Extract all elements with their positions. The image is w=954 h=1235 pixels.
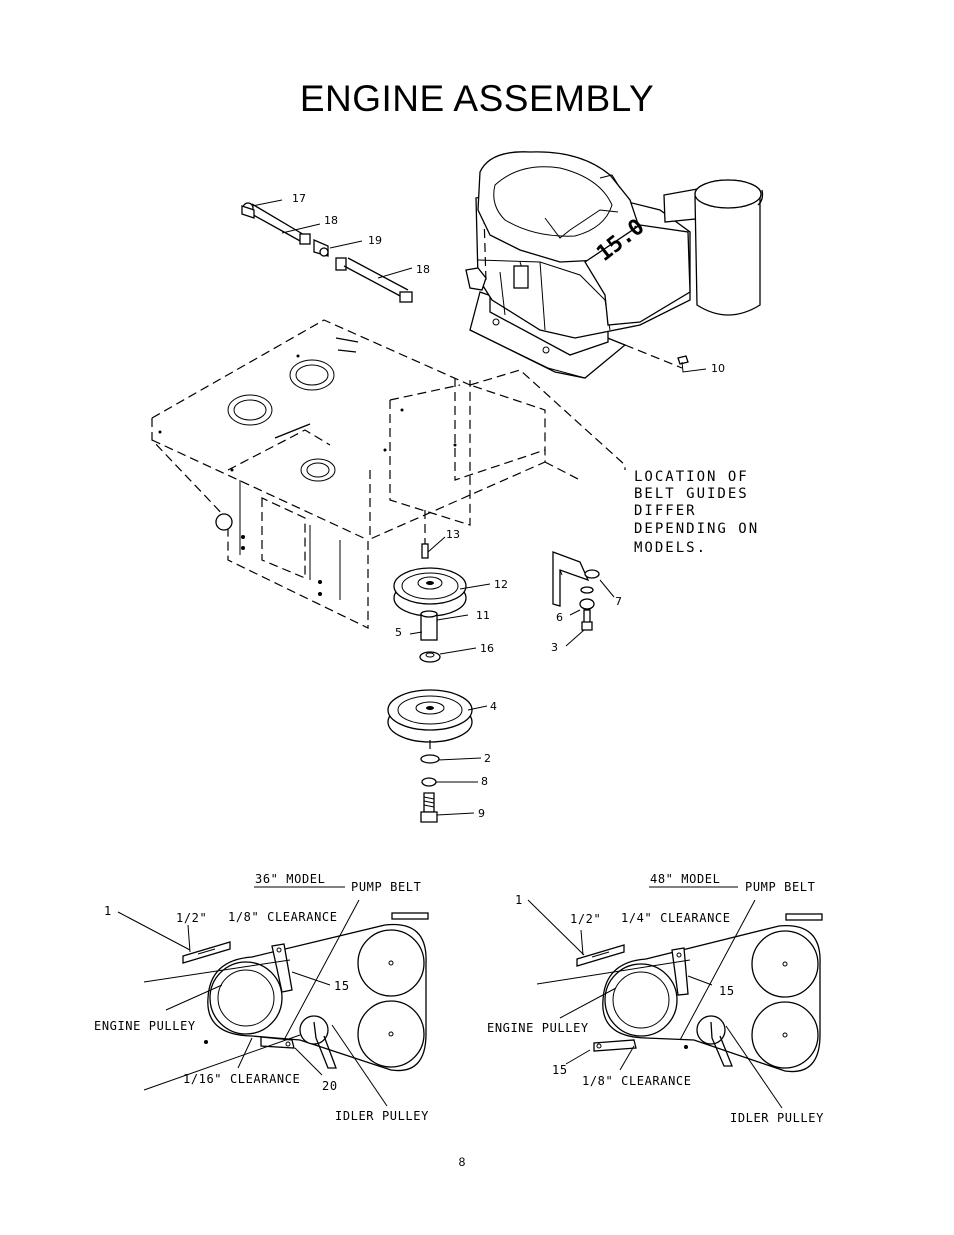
callout-18-lower: 18: [416, 263, 430, 276]
model48-item-15-upper: 15: [719, 984, 735, 998]
model36-clearance-bottom: 1/16" CLEARANCE: [183, 1072, 300, 1086]
model48-heading: 48" MODEL: [650, 872, 720, 886]
fuel-line-parts: [241, 202, 413, 303]
callout-12: 12: [494, 578, 508, 591]
model48-clearance-bottom: 1/8" CLEARANCE: [582, 1074, 692, 1088]
model48-item-15-lower: 15: [552, 1063, 568, 1077]
page-number: 8: [458, 1155, 466, 1169]
model48-half-inch: 1/2": [570, 912, 601, 926]
model48-item-1: 1: [515, 893, 523, 907]
callout-8: 8: [481, 775, 488, 788]
callout-18-upper: 18: [324, 214, 338, 227]
model48-engine-pulley-label: ENGINE PULLEY: [487, 1021, 589, 1035]
model36-engine-pulley-label: ENGINE PULLEY: [94, 1019, 196, 1033]
callout-6: 6: [556, 611, 563, 624]
callout-19: 19: [368, 234, 382, 247]
callout-9: 9: [478, 807, 485, 820]
leader-lines: [251, 199, 707, 816]
callout-3: 3: [551, 641, 558, 654]
model36-half-inch: 1/2": [176, 911, 207, 925]
callout-5: 5: [395, 626, 402, 639]
callout-16: 16: [480, 642, 494, 655]
callout-13: 13: [446, 528, 460, 541]
belt-guide-hardware: [552, 355, 689, 631]
callout-11: 11: [476, 609, 490, 622]
belt-diagram-36-model: 36" MODEL PUMP BELT 1 1/2" 1/8" CLEARANC…: [94, 872, 429, 1123]
model48-idler-pulley-label: IDLER PULLEY: [730, 1111, 824, 1125]
model48-pump-belt-label: PUMP BELT: [745, 880, 815, 894]
model36-item-20: 20: [322, 1079, 338, 1093]
callout-10: 10: [711, 362, 725, 375]
drive-pulleys: [387, 543, 473, 823]
callout-7: 7: [615, 595, 622, 608]
model36-clearance-top: 1/8" CLEARANCE: [228, 910, 338, 924]
note-line-1: LOCATION OF: [634, 469, 749, 485]
model48-clearance-top: 1/4" CLEARANCE: [621, 911, 731, 925]
callout-4: 4: [490, 700, 497, 713]
note-line-4: DEPENDING ON: [634, 521, 759, 537]
note-line-3: DIFFER: [634, 503, 697, 519]
mower-deck-outline: [151, 319, 683, 629]
model36-item-15: 15: [334, 979, 350, 993]
callout-17: 17: [292, 192, 306, 205]
model36-idler-pulley-label: IDLER PULLEY: [335, 1109, 429, 1123]
model36-item-1: 1: [104, 904, 112, 918]
page-title: ENGINE ASSEMBLY: [299, 78, 655, 119]
note-line-5: MODELS.: [634, 540, 707, 556]
model36-pump-belt-label: PUMP BELT: [351, 880, 421, 894]
engine-illustration: 15.0: [465, 151, 764, 379]
belt-guide-note: LOCATION OF BELT GUIDES DIFFER DEPENDING…: [634, 469, 759, 556]
model36-heading: 36" MODEL: [255, 872, 325, 886]
callout-numbers: 17 18 19 18 10 13 12 11 5 16 7 6 3 4 2 8…: [292, 192, 725, 820]
belt-diagram-48-model: 48" MODEL PUMP BELT 1 1/2" 1/4" CLEARANC…: [487, 872, 824, 1125]
note-line-2: BELT GUIDES: [634, 486, 749, 502]
callout-2: 2: [484, 752, 491, 765]
